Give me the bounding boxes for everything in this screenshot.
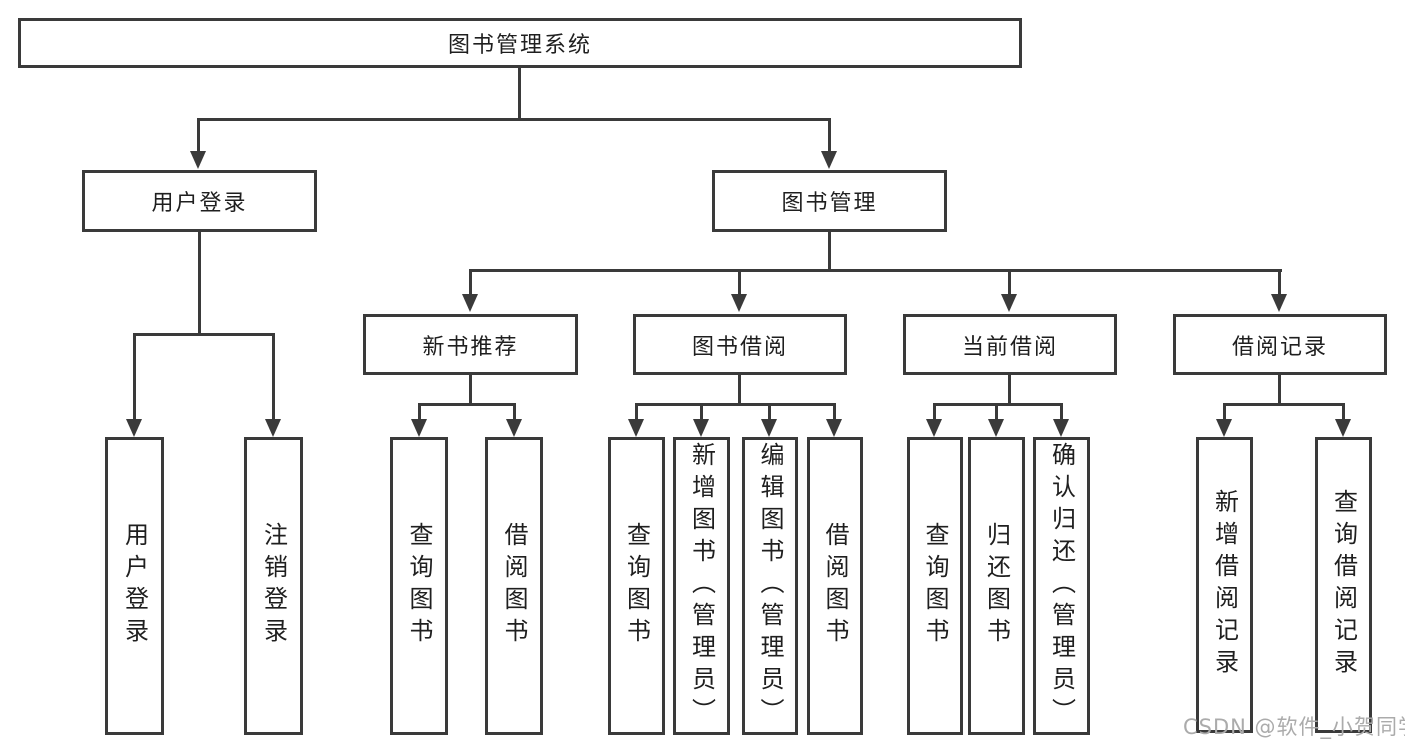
connector-stem-cb-confirm: [1060, 403, 1063, 421]
arrowhead-cb-query: [926, 419, 942, 437]
connector-borrowrecords-hline: [1223, 403, 1345, 406]
leaf-records-add: 新增借阅记录: [1196, 437, 1253, 733]
leaf-newbooks-query: 查询图书: [390, 437, 448, 735]
connector-newbooks-hline: [418, 403, 516, 406]
leaf-borrow-edit-admin: 编辑图书（管理员）: [742, 437, 798, 735]
connector-stem-login-leaf: [133, 333, 136, 421]
arrowhead-cb-confirm: [1053, 419, 1069, 437]
connector-root-hline: [197, 118, 831, 121]
arrowhead-br-add: [1216, 419, 1232, 437]
leaf-borrow-add-admin: 新增图书（管理员）: [673, 437, 730, 735]
connector-bookborrow-hline: [635, 403, 836, 406]
arrowhead-logout-leaf: [265, 419, 281, 437]
arrowhead-bb-borrow: [826, 419, 842, 437]
connector-stem-br-add: [1223, 403, 1226, 421]
node-new-books: 新书推荐: [363, 314, 578, 375]
arrowhead-bb-query: [628, 419, 644, 437]
connector-stem-br-query: [1342, 403, 1345, 421]
watermark: CSDN @软件_小贺同学: [1183, 715, 1405, 739]
connector-stem-book-borrow: [738, 269, 741, 297]
arrowhead-nb-query: [411, 419, 427, 437]
leaf-newbooks-borrow: 借阅图书: [485, 437, 543, 735]
connector-stem-logout-leaf: [272, 333, 275, 421]
connector-stem-cb-return: [995, 403, 998, 421]
arrowhead-book-borrow: [731, 294, 747, 312]
connector-stem-bb-borrow: [833, 403, 836, 421]
connector-bookmgmt-hline: [469, 269, 1282, 272]
connector-bookborrow-vline: [738, 375, 741, 406]
connector-currentborrow-vline: [1008, 375, 1011, 406]
leaf-current-query: 查询图书: [907, 437, 963, 735]
connector-stem-cb-query: [933, 403, 936, 421]
connector-stem-user-login: [197, 118, 200, 152]
leaf-logout: 注销登录: [244, 437, 303, 735]
arrowhead-login-leaf: [126, 419, 142, 437]
node-current-borrow: 当前借阅: [903, 314, 1117, 375]
arrowhead-user-login: [190, 151, 206, 169]
arrowhead-borrow-records: [1271, 294, 1287, 312]
node-book-borrow: 图书借阅: [633, 314, 847, 375]
connector-borrowrecords-vline: [1278, 375, 1281, 406]
connector-stem-bb-edit: [768, 403, 771, 421]
arrowhead-br-query: [1335, 419, 1351, 437]
connector-stem-bb-add: [700, 403, 703, 421]
leaf-borrow-borrow: 借阅图书: [807, 437, 863, 735]
connector-newbooks-vline: [469, 375, 472, 406]
connector-stem-book-mgmt: [828, 118, 831, 152]
connector-userlogin-vline: [198, 232, 201, 336]
node-user-login: 用户登录: [82, 170, 317, 232]
arrowhead-new-books: [462, 294, 478, 312]
arrowhead-bb-add: [693, 419, 709, 437]
connector-stem-nb-query: [418, 403, 421, 421]
arrowhead-book-mgmt: [821, 151, 837, 169]
arrowhead-nb-borrow: [506, 419, 522, 437]
node-book-mgmt: 图书管理: [712, 170, 947, 232]
arrowhead-cb-return: [988, 419, 1004, 437]
arrowhead-bb-edit: [761, 419, 777, 437]
node-library-system: 图书管理系统: [18, 18, 1022, 68]
leaf-records-query: 查询借阅记录: [1315, 437, 1372, 733]
connector-stem-bb-query: [635, 403, 638, 421]
leaf-current-confirm-admin: 确认归还（管理员）: [1033, 437, 1090, 735]
connector-stem-new-books: [469, 269, 472, 297]
leaf-user-login: 用户登录: [105, 437, 164, 735]
leaf-borrow-query: 查询图书: [608, 437, 665, 735]
arrowhead-current-borrow: [1001, 294, 1017, 312]
connector-stem-current-borrow: [1008, 269, 1011, 297]
connector-root-vline: [518, 68, 521, 120]
connector-stem-nb-borrow: [513, 403, 516, 421]
connector-userlogin-hline: [133, 333, 275, 336]
leaf-current-return: 归还图书: [968, 437, 1025, 735]
node-borrow-records: 借阅记录: [1173, 314, 1387, 375]
connector-bookmgmt-vline: [828, 232, 831, 272]
connector-stem-borrow-records: [1278, 269, 1281, 297]
